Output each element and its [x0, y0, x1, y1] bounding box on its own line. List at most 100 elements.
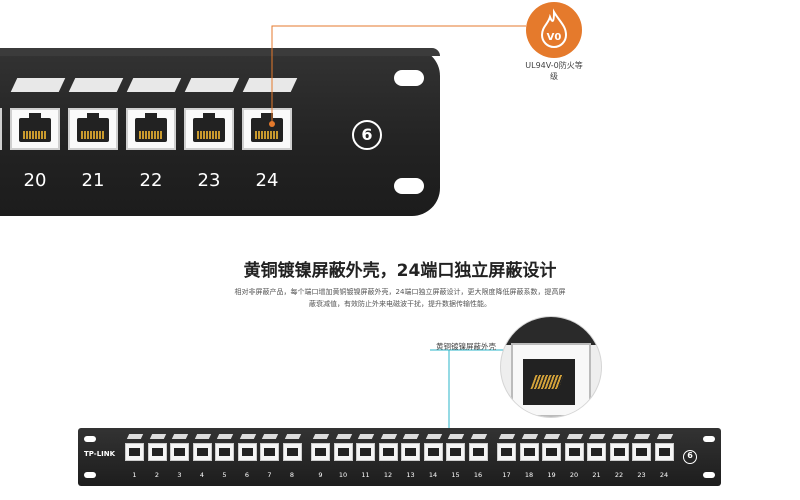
port-number: 21 — [81, 170, 105, 191]
port-number: 15 — [451, 471, 460, 479]
rj45-port — [242, 108, 292, 150]
rj45-jack — [77, 113, 109, 142]
rj45-port — [654, 443, 674, 461]
rj45-jack — [337, 448, 349, 456]
ul-rating-label: UL94V-0防火等级 — [525, 61, 583, 81]
rj45-pins — [255, 131, 279, 139]
port-partial — [0, 108, 2, 150]
port-label-tab — [380, 434, 397, 439]
port-number: 22 — [139, 170, 163, 191]
magnifier-port-frame — [511, 343, 591, 417]
port-label-tab — [335, 434, 352, 439]
rj45-port — [147, 443, 167, 461]
rj45-jack — [174, 448, 185, 456]
rj45-jack — [546, 448, 557, 456]
rj45-jack — [568, 448, 580, 456]
port-label-tab — [656, 434, 673, 439]
rj45-jack — [450, 448, 461, 456]
rj45-jack — [251, 113, 283, 142]
category-badge: 6 — [352, 120, 382, 150]
rj45-port — [609, 443, 629, 461]
rj45-port — [10, 108, 60, 150]
rj45-jack — [315, 448, 326, 456]
port-number: 19 — [547, 471, 556, 479]
rj45-port — [564, 443, 584, 461]
port-number: 18 — [524, 471, 534, 479]
port-label-tab — [194, 434, 211, 439]
rj45-port — [126, 108, 176, 150]
rj45-jack — [658, 448, 670, 456]
rj45-jack — [135, 113, 167, 142]
rj45-jack — [405, 448, 416, 456]
port-number: 21 — [592, 471, 601, 479]
port-label-tab — [543, 434, 561, 439]
rj45-jack — [472, 448, 484, 456]
panel-top-edge — [0, 48, 440, 56]
port-label-tab — [498, 434, 516, 439]
magnifier-jack — [523, 359, 575, 405]
description-line-1: 相对非屏蔽产品，每个端口增加黄铜镀镍屏蔽外壳，24端口独立屏蔽设计，更大限度降低… — [234, 288, 566, 296]
rj45-port — [356, 443, 375, 461]
rj45-pins — [197, 131, 221, 139]
rj45-pins — [23, 131, 47, 139]
port-label-tab — [402, 434, 420, 439]
rj45-port — [423, 443, 443, 461]
rj45-port — [170, 443, 189, 461]
port-number: 6 — [244, 471, 250, 479]
port-label-tab — [357, 434, 375, 439]
rj45-jack — [193, 113, 225, 142]
port-number: 9 — [318, 471, 323, 479]
rj45-jack — [523, 448, 535, 456]
port-number: 17 — [502, 471, 511, 479]
port-label-tab — [284, 434, 301, 439]
port-number: 11 — [361, 471, 370, 479]
port-number: 20 — [569, 471, 579, 479]
rj45-port — [237, 443, 257, 461]
rj45-pins — [81, 131, 105, 139]
rj45-jack — [264, 448, 275, 456]
rj45-jack — [427, 448, 439, 456]
rj45-port — [446, 443, 465, 461]
port-label-tab — [611, 434, 628, 439]
port-label-tab — [149, 434, 166, 439]
description-line-2: 蔽衰减值，有效防止外来电磁波干扰，提升数据传输性能。 — [309, 300, 491, 308]
port-label-tab — [312, 434, 330, 439]
rj45-port — [68, 108, 118, 150]
shield-label: 黄铜镀镍屏蔽外壳 — [436, 342, 496, 351]
rj45-jack — [241, 448, 253, 456]
port-number: 16 — [473, 471, 483, 479]
port-number: 12 — [383, 471, 393, 479]
rj45-port — [192, 443, 212, 461]
port-label-tab — [566, 434, 583, 439]
port-label-tab — [126, 434, 144, 439]
rj45-jack — [636, 448, 647, 456]
rj45-jack — [19, 113, 51, 142]
ul-callout-dot — [269, 121, 275, 127]
port-label-tab — [447, 434, 465, 439]
mount-hole-right-top — [703, 436, 715, 442]
rj45-port — [282, 443, 302, 461]
port-number: 23 — [637, 471, 646, 479]
port-number: 1 — [132, 471, 137, 479]
port-label-tab — [633, 434, 651, 439]
port-label-tab — [239, 434, 256, 439]
rj45-jack — [286, 448, 298, 456]
port-number: 7 — [267, 471, 272, 479]
port-label-tab — [261, 434, 279, 439]
port-number: 8 — [289, 471, 295, 479]
rj45-port — [401, 443, 420, 461]
rj45-jack — [382, 448, 394, 456]
rj45-pins — [139, 131, 163, 139]
rj45-port — [333, 443, 353, 461]
mount-hole-left-bottom — [84, 472, 96, 478]
port-number: 13 — [406, 471, 415, 479]
rj45-port — [632, 443, 651, 461]
category-badge-small: 6 — [683, 450, 697, 464]
rj45-port — [519, 443, 539, 461]
mount-hole-bottom — [394, 178, 424, 194]
port-number: 4 — [199, 471, 205, 479]
magnifier-pins — [530, 375, 564, 389]
rj45-port — [311, 443, 330, 461]
